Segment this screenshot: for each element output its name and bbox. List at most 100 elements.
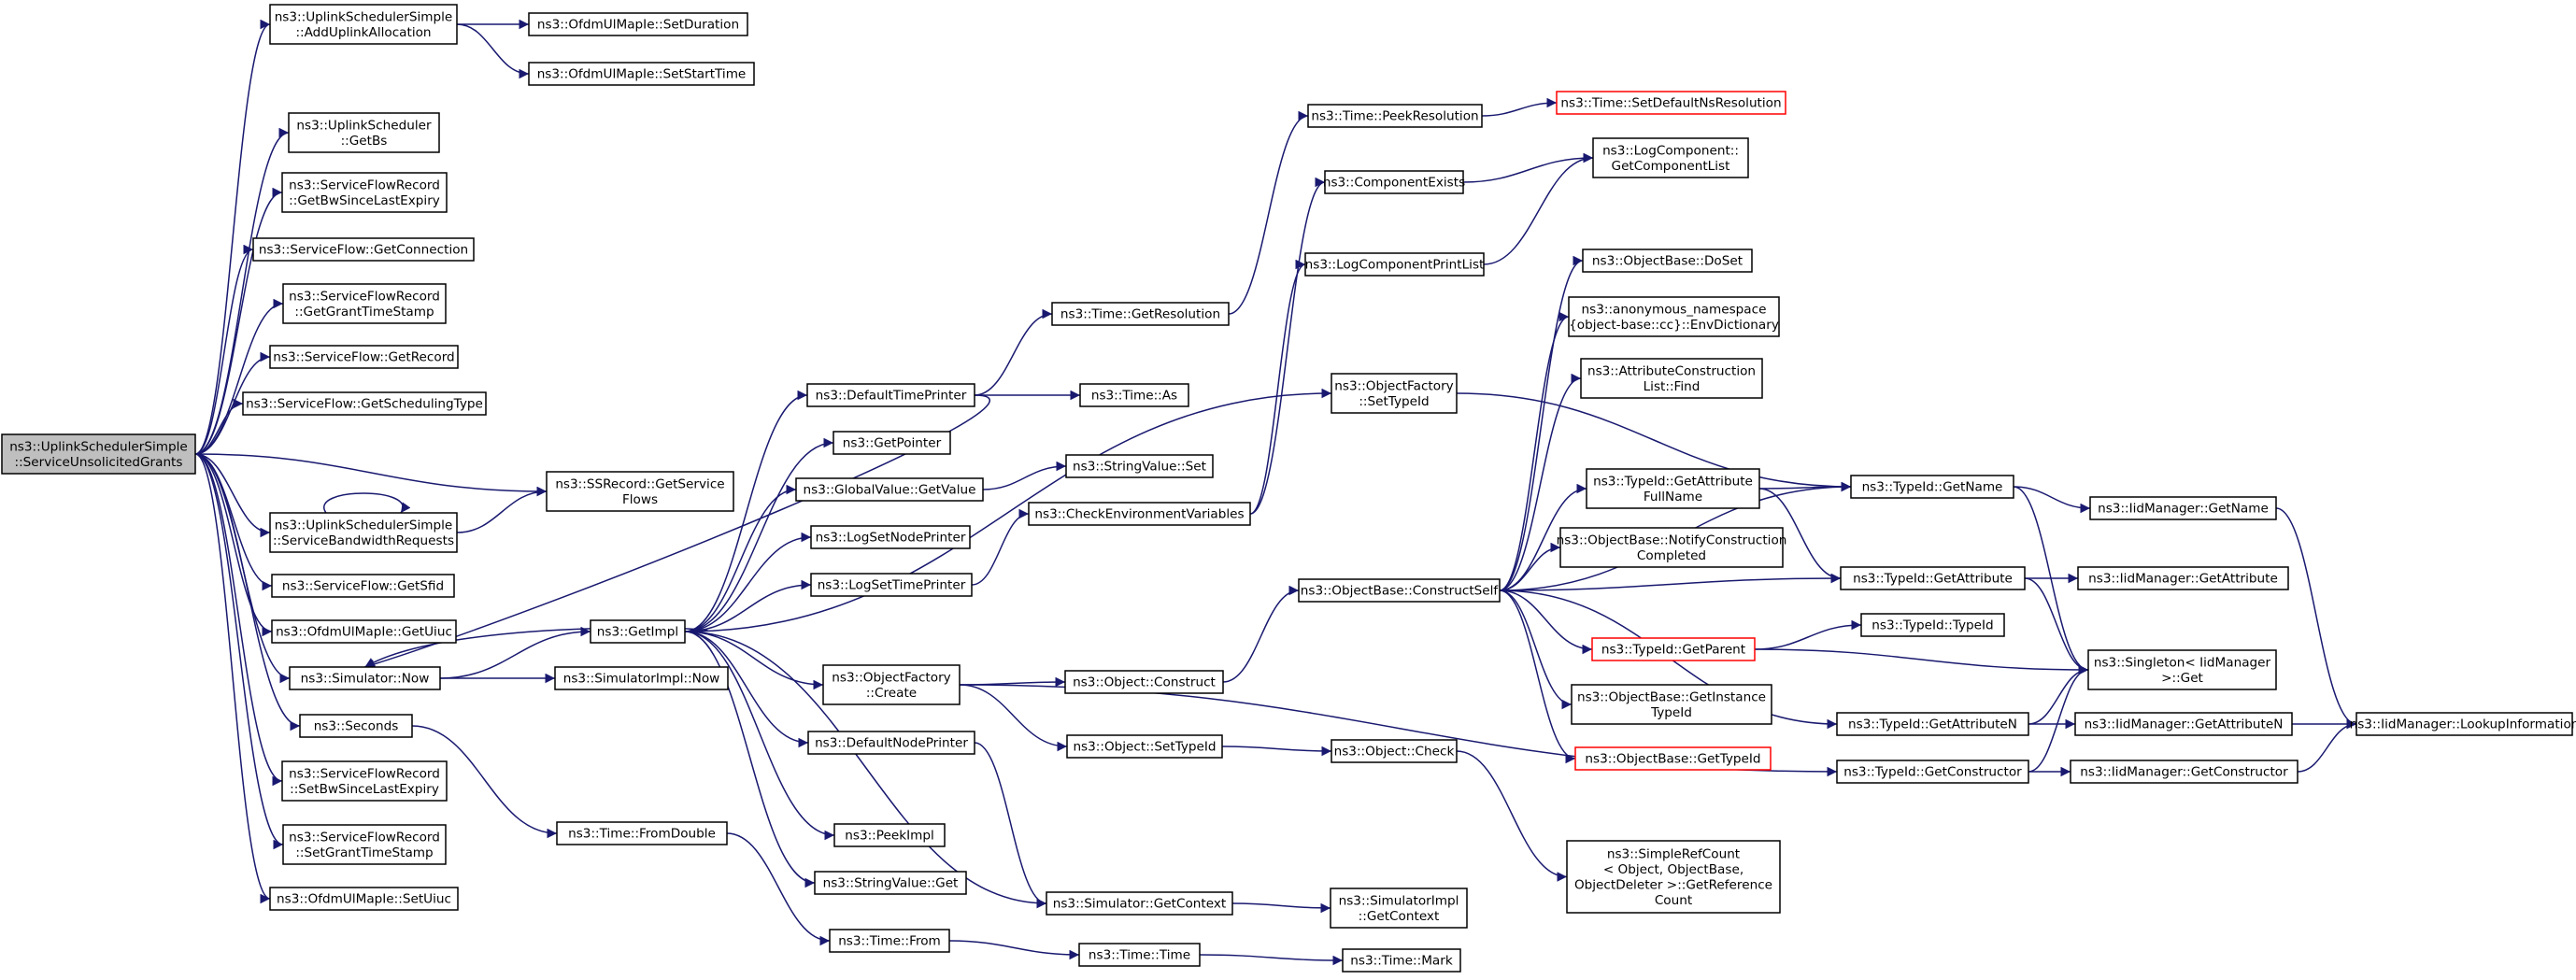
function-node-time-peek-res[interactable]: ns3::Time::PeekResolution (1307, 104, 1483, 128)
function-node-add-uplink[interactable]: ns3::UplinkSchedulerSimple::AddUplinkAll… (269, 4, 458, 45)
function-node-sim-impl-now[interactable]: ns3::SimulatorImpl::Now (554, 666, 729, 690)
function-node-im-get-attr[interactable]: ns3::IidManager::GetAttribute (2077, 566, 2289, 590)
function-node-simple-ref-count[interactable]: ns3::SimpleRefCount< Object, ObjectBase,… (1566, 840, 1781, 914)
function-node-sim-now[interactable]: ns3::Simulator::Now (289, 666, 441, 690)
function-node-tid-get-attr-n[interactable]: ns3::TypeId::GetAttributeN (1836, 712, 2029, 736)
function-node-im-get-attr-n[interactable]: ns3::IidManager::GetAttributeN (2074, 712, 2293, 736)
function-node-ob-notify[interactable]: ns3::ObjectBase::NotifyConstructionCompl… (1557, 527, 1787, 568)
function-node-peek-impl[interactable]: ns3::PeekImpl (833, 823, 946, 847)
function-node-ob-do-set[interactable]: ns3::ObjectBase::DoSet (1582, 249, 1753, 273)
function-node-box (282, 824, 447, 865)
function-node-get-sched-type[interactable]: ns3::ServiceFlow::GetSchedulingType (242, 391, 487, 416)
function-node-set-def-ns-res[interactable]: ns3::Time::SetDefaultNsResolution (1556, 91, 1786, 115)
function-node-sim-impl-get-ctx[interactable]: ns3::SimulatorImpl::GetContext (1330, 888, 1468, 929)
function-node-get-bw-since[interactable]: ns3::ServiceFlowRecord::GetBwSinceLastEx… (281, 172, 448, 213)
function-node-ob-get-type-id[interactable]: ns3::ObjectBase::GetTypeId (1574, 746, 1772, 771)
function-node-sim-get-ctx[interactable]: ns3::Simulator::GetContext (1046, 891, 1233, 916)
function-node-box (833, 823, 946, 847)
function-node-gv-get-value[interactable]: ns3::GlobalValue::GetValue (795, 477, 984, 502)
function-node-def-node-printer[interactable]: ns3::DefaultNodePrinter (807, 731, 975, 755)
function-node-log-set-time[interactable]: ns3::LogSetTimePrinter (810, 573, 973, 597)
function-node-label: ns3::SimulatorImpl (1339, 893, 1459, 908)
function-node-box (1840, 566, 2026, 590)
function-node-def-time-printer[interactable]: ns3::DefaultTimePrinter (806, 383, 975, 407)
function-node-label: Flows (622, 492, 658, 507)
function-node-box (1051, 302, 1230, 326)
call-edge-get-impl-to-peek-impl (684, 631, 835, 841)
function-node-set-duration[interactable]: ns3::OfdmUlMapIe::SetDuration (528, 12, 748, 36)
function-node-of-create[interactable]: ns3::ObjectFactory::Create (822, 664, 961, 705)
function-node-box (807, 731, 975, 755)
function-node-tid-get-attr[interactable]: ns3::TypeId::GetAttribute (1840, 566, 2026, 590)
function-node-tid-get-ctor[interactable]: ns3::TypeId::GetConstructor (1836, 760, 2029, 784)
function-node-get-bs[interactable]: ns3::UplinkScheduler::GetBs (288, 112, 440, 153)
function-node-time-mark[interactable]: ns3::Time::Mark (1342, 948, 1461, 973)
function-node-obj-set-type-id[interactable]: ns3::Object::SetTypeId (1066, 734, 1223, 759)
function-node-box (1836, 760, 2029, 784)
call-edge-def-time-printer-to-sim-now (364, 394, 990, 669)
function-node-label: ns3::TypeId::GetName (1862, 480, 2003, 495)
function-node-get-sfid[interactable]: ns3::ServiceFlow::GetSfid (271, 574, 455, 598)
function-node-sv-set[interactable]: ns3::StringValue::Set (1065, 454, 1214, 478)
function-node-log-comp-get-list[interactable]: ns3::LogComponent::GetComponentList (1592, 137, 1749, 178)
function-node-obj-construct[interactable]: ns3::Object::Construct (1064, 670, 1224, 694)
function-node-log-set-node[interactable]: ns3::LogSetNodePrinter (810, 525, 971, 549)
function-node-im-get-ctor[interactable]: ns3::IidManager::GetConstructor (2070, 760, 2298, 784)
function-node-set-grant-ts[interactable]: ns3::ServiceFlowRecord::SetGrantTimeStam… (282, 824, 447, 865)
function-node-label: ns3::OfdmUlMapIe::SetDuration (537, 18, 739, 33)
function-node-obj-check[interactable]: ns3::Object::Check (1331, 739, 1458, 763)
call-edge-root-to-set-uiuc (194, 453, 271, 904)
function-node-log-comp-print[interactable]: ns3::LogComponentPrintList (1304, 252, 1485, 277)
function-node-get-pointer[interactable]: ns3::GetPointer (833, 431, 951, 455)
function-node-label: ns3::UplinkScheduler (296, 118, 432, 133)
function-node-box (1586, 468, 1760, 509)
function-node-set-start-time[interactable]: ns3::OfdmUlMapIe::SetStartTime (528, 62, 755, 86)
function-node-time-get-res[interactable]: ns3::Time::GetResolution (1051, 302, 1230, 326)
function-node-label: ::GetBs (341, 134, 388, 149)
call-edge-comp-exists-to-log-comp-get-list (1462, 152, 1594, 183)
function-node-im-lookup[interactable]: ns3::IidManager::LookupInformation (2350, 712, 2576, 736)
function-node-tid-get-name[interactable]: ns3::TypeId::GetName (1850, 475, 2014, 499)
function-node-box (590, 619, 686, 644)
function-node-box (1331, 373, 1458, 414)
function-node-box (1330, 888, 1468, 929)
function-node-time-from[interactable]: ns3::Time::From (829, 929, 950, 953)
function-node-set-uiuc[interactable]: ns3::OfdmUlMapIe::SetUiuc (269, 887, 459, 911)
function-node-svc-bw-req[interactable]: ns3::UplinkSchedulerSimple::ServiceBandw… (269, 512, 458, 553)
call-edge-root-to-ss-get-sf (194, 453, 548, 497)
function-node-comp-exists[interactable]: ns3::ComponentExists (1323, 170, 1465, 194)
function-node-box (282, 283, 447, 324)
function-node-box (281, 760, 448, 802)
function-node-im-get-name[interactable]: ns3::IidManager::GetName (2089, 496, 2277, 520)
function-node-box (554, 666, 729, 690)
function-node-seconds[interactable]: ns3::Seconds (299, 714, 413, 738)
function-node-get-uiuc[interactable]: ns3::OfdmUlMapIe::GetUiuc (271, 619, 457, 644)
function-node-tid-type-id[interactable]: ns3::TypeId::TypeId (1860, 613, 2005, 637)
function-node-get-connection[interactable]: ns3::ServiceFlow::GetConnection (252, 237, 475, 262)
function-node-label: ns3::ServiceFlow::GetSchedulingType (246, 397, 483, 412)
function-node-check-env[interactable]: ns3::CheckEnvironmentVariables (1028, 502, 1251, 526)
function-node-get-grant-ts[interactable]: ns3::ServiceFlowRecord::GetGrantTimeStam… (282, 283, 447, 324)
function-node-set-bw-since[interactable]: ns3::ServiceFlowRecord::SetBwSinceLastEx… (281, 760, 448, 802)
function-node-label: ::Create (866, 686, 917, 701)
function-node-tid-get-parent[interactable]: ns3::TypeId::GetParent (1591, 637, 1756, 661)
call-edge-tid-get-attr-full-to-tid-get-name (1758, 481, 1852, 492)
function-node-singleton-get[interactable]: ns3::Singleton< IidManager>::Get (2087, 649, 2277, 690)
function-node-label: ns3::GlobalValue::GetValue (804, 483, 976, 498)
function-node-root[interactable]: ns3::UplinkSchedulerSimple::ServiceUnsol… (1, 433, 196, 475)
function-node-get-impl[interactable]: ns3::GetImpl (590, 619, 686, 644)
function-node-from-double[interactable]: ns3::Time::FromDouble (556, 821, 728, 845)
function-node-sv-get[interactable]: ns3::StringValue::Get (814, 871, 967, 895)
function-node-ob-construct-self[interactable]: ns3::ObjectBase::ConstructSelf (1298, 578, 1501, 603)
function-node-time-time[interactable]: ns3::Time::Time (1078, 943, 1201, 967)
function-node-of-set-type-id[interactable]: ns3::ObjectFactory::SetTypeId (1331, 373, 1458, 414)
function-node-label: ns3::ServiceFlow::GetConnection (259, 243, 468, 258)
function-node-get-record[interactable]: ns3::ServiceFlow::GetRecord (269, 345, 459, 369)
call-edge-root-to-get-sched-type (194, 398, 244, 455)
function-node-env-dict[interactable]: ns3::anonymous_namespace{object-base::cc… (1568, 296, 1780, 337)
function-node-time-as[interactable]: ns3::Time::As (1079, 383, 1189, 407)
